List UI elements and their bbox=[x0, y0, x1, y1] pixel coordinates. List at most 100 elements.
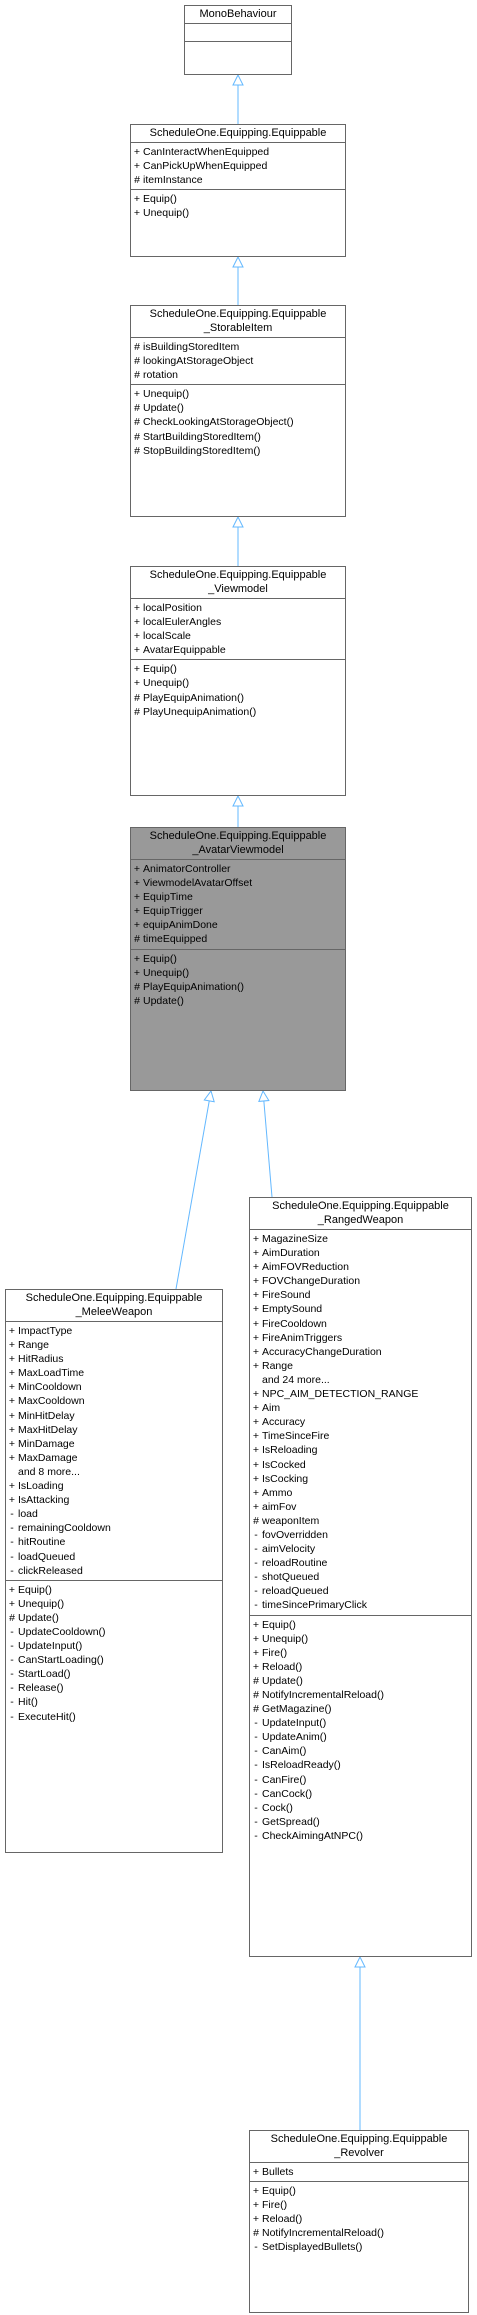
class-operations-section: +Equip()+Unequip()#PlayEquipAnimation()#… bbox=[131, 660, 345, 720]
visibility-marker: + bbox=[133, 891, 141, 904]
member-name: rotation bbox=[143, 369, 179, 382]
attribute-row: +CanInteractWhenEquipped bbox=[131, 145, 345, 159]
visibility-marker: - bbox=[10, 1536, 14, 1549]
member-name: timeEquipped bbox=[143, 933, 208, 946]
attribute-row: +localEulerAngles bbox=[131, 615, 345, 629]
member-name: UpdateInput() bbox=[18, 1640, 83, 1653]
operation-row: -GetSpread() bbox=[250, 1815, 471, 1829]
member-name: StartBuildingStoredItem() bbox=[143, 430, 261, 443]
operation-row: +Unequip() bbox=[131, 387, 345, 401]
visibility-marker: # bbox=[134, 355, 140, 368]
member-name: Unequip() bbox=[18, 1597, 65, 1610]
visibility-marker: + bbox=[252, 1317, 260, 1330]
visibility-marker: # bbox=[134, 416, 140, 429]
member-name: CanFire() bbox=[262, 1773, 307, 1786]
attribute-row: +Range bbox=[6, 1338, 222, 1352]
member-name: AimFOVReduction bbox=[262, 1261, 349, 1274]
visibility-marker: - bbox=[254, 1773, 258, 1786]
member-name: Aim bbox=[262, 1402, 281, 1415]
visibility-marker: - bbox=[10, 1522, 14, 1535]
member-name: reloadRoutine bbox=[262, 1557, 328, 1570]
attribute-row: +ImpactType bbox=[6, 1324, 222, 1338]
class-operations-section: +Equip()+Fire()+Reload()#NotifyIncrement… bbox=[250, 2182, 468, 2256]
visibility-marker bbox=[250, 1373, 262, 1387]
class-box-avatarviewmodel[interactable]: ScheduleOne.Equipping.Equippable_AvatarV… bbox=[130, 827, 346, 1091]
member-name: MaxLoadTime bbox=[18, 1367, 85, 1380]
attribute-row: +CanPickUpWhenEquipped bbox=[131, 159, 345, 173]
attribute-row: +FOVChangeDuration bbox=[250, 1274, 471, 1288]
visibility-marker: - bbox=[10, 1654, 14, 1667]
member-name: MaxDamage bbox=[18, 1451, 78, 1464]
attribute-row: +localPosition bbox=[131, 601, 345, 615]
operation-row: +Fire() bbox=[250, 1646, 471, 1660]
member-name: CanAim() bbox=[262, 1745, 307, 1758]
member-name: localEulerAngles bbox=[143, 616, 222, 629]
visibility-marker: + bbox=[133, 616, 141, 629]
class-box-storableitem[interactable]: ScheduleOne.Equipping.Equippable_Storabl… bbox=[130, 305, 346, 517]
operation-row: #NotifyIncrementalReload() bbox=[250, 2226, 468, 2240]
member-name: Reload() bbox=[262, 2213, 303, 2226]
visibility-marker: # bbox=[253, 1703, 259, 1716]
class-box-equippable[interactable]: ScheduleOne.Equipping.Equippable+CanInte… bbox=[130, 124, 346, 257]
operation-row: -Release() bbox=[6, 1681, 222, 1695]
operation-row: -CanStartLoading() bbox=[6, 1653, 222, 1667]
visibility-marker: - bbox=[254, 1528, 258, 1541]
class-title: ScheduleOne.Equipping.Equippable_Viewmod… bbox=[131, 567, 345, 599]
visibility-marker: - bbox=[254, 1829, 258, 1842]
member-name: CanStartLoading() bbox=[18, 1654, 104, 1667]
member-name: weaponItem bbox=[262, 1514, 320, 1527]
visibility-marker: - bbox=[254, 1599, 258, 1612]
class-box-meleeweapon[interactable]: ScheduleOne.Equipping.Equippable_MeleeWe… bbox=[5, 1289, 223, 1853]
class-title-line: ScheduleOne.Equipping.Equippable bbox=[149, 308, 327, 320]
member-name: FireSound bbox=[262, 1289, 311, 1302]
visibility-marker: + bbox=[133, 644, 141, 657]
attribute-row: -reloadQueued bbox=[250, 1584, 471, 1598]
member-name: PlayEquipAnimation() bbox=[143, 691, 244, 704]
member-name: lookingAtStorageObject bbox=[143, 355, 254, 368]
member-name: PlayEquipAnimation() bbox=[143, 980, 244, 993]
member-name: Unequip() bbox=[143, 966, 190, 979]
member-name: Update() bbox=[143, 402, 184, 415]
visibility-marker: + bbox=[252, 2166, 260, 2178]
class-title-line: ScheduleOne.Equipping.Equippable bbox=[149, 569, 327, 581]
visibility-marker: + bbox=[252, 1289, 260, 1302]
visibility-marker: + bbox=[133, 388, 141, 401]
attribute-row: +AccuracyChangeDuration bbox=[250, 1345, 471, 1359]
visibility-marker: + bbox=[252, 1444, 260, 1457]
member-name: UpdateAnim() bbox=[262, 1731, 327, 1744]
operation-row: -UpdateInput() bbox=[250, 1716, 471, 1730]
member-name: CanCock() bbox=[262, 1787, 313, 1800]
operation-row: -Hit() bbox=[6, 1695, 222, 1709]
edge-meleeweapon-to-avatarviewmodel bbox=[175, 1091, 211, 1290]
class-box-rangedweapon[interactable]: ScheduleOne.Equipping.Equippable_RangedW… bbox=[249, 1197, 472, 1957]
member-name: EquipTime bbox=[143, 891, 193, 904]
visibility-marker: + bbox=[133, 966, 141, 979]
visibility-marker: + bbox=[252, 1500, 260, 1513]
visibility-marker: + bbox=[8, 1395, 16, 1408]
class-operations-section: +Unequip()#Update()#CheckLookingAtStorag… bbox=[131, 385, 345, 459]
attribute-row: +EmptySound bbox=[250, 1302, 471, 1316]
member-name: and 8 more... bbox=[18, 1465, 80, 1478]
class-operations-section: +Equip()+Unequip() bbox=[131, 190, 345, 222]
operation-row: #Update() bbox=[131, 401, 345, 415]
member-name: SetDisplayedBullets() bbox=[262, 2241, 363, 2254]
visibility-marker: + bbox=[252, 1430, 260, 1443]
member-name: Cock() bbox=[262, 1801, 293, 1814]
member-name: shotQueued bbox=[262, 1571, 320, 1584]
member-name: GetSpread() bbox=[262, 1815, 320, 1828]
attribute-row: +Ammo bbox=[250, 1486, 471, 1500]
member-name: NotifyIncrementalReload() bbox=[262, 2227, 384, 2240]
class-box-monobehaviour[interactable]: MonoBehaviour bbox=[184, 5, 292, 75]
class-attributes-section bbox=[185, 24, 291, 42]
class-title: ScheduleOne.Equipping.Equippable_Storabl… bbox=[131, 306, 345, 338]
class-attributes-section: +CanInteractWhenEquipped+CanPickUpWhenEq… bbox=[131, 143, 345, 191]
class-operations-section: +Equip()+Unequip()+Fire()+Reload()#Updat… bbox=[250, 1616, 471, 1846]
visibility-marker: + bbox=[133, 877, 141, 890]
member-name: AvatarEquippable bbox=[143, 644, 226, 657]
class-box-revolver[interactable]: ScheduleOne.Equipping.Equippable_Revolve… bbox=[249, 2130, 469, 2313]
visibility-marker: - bbox=[254, 1731, 258, 1744]
operation-row: -UpdateAnim() bbox=[250, 1730, 471, 1744]
member-name: ImpactType bbox=[18, 1325, 73, 1337]
class-box-viewmodel[interactable]: ScheduleOne.Equipping.Equippable_Viewmod… bbox=[130, 566, 346, 796]
class-title: ScheduleOne.Equipping.Equippable_MeleeWe… bbox=[6, 1290, 222, 1322]
